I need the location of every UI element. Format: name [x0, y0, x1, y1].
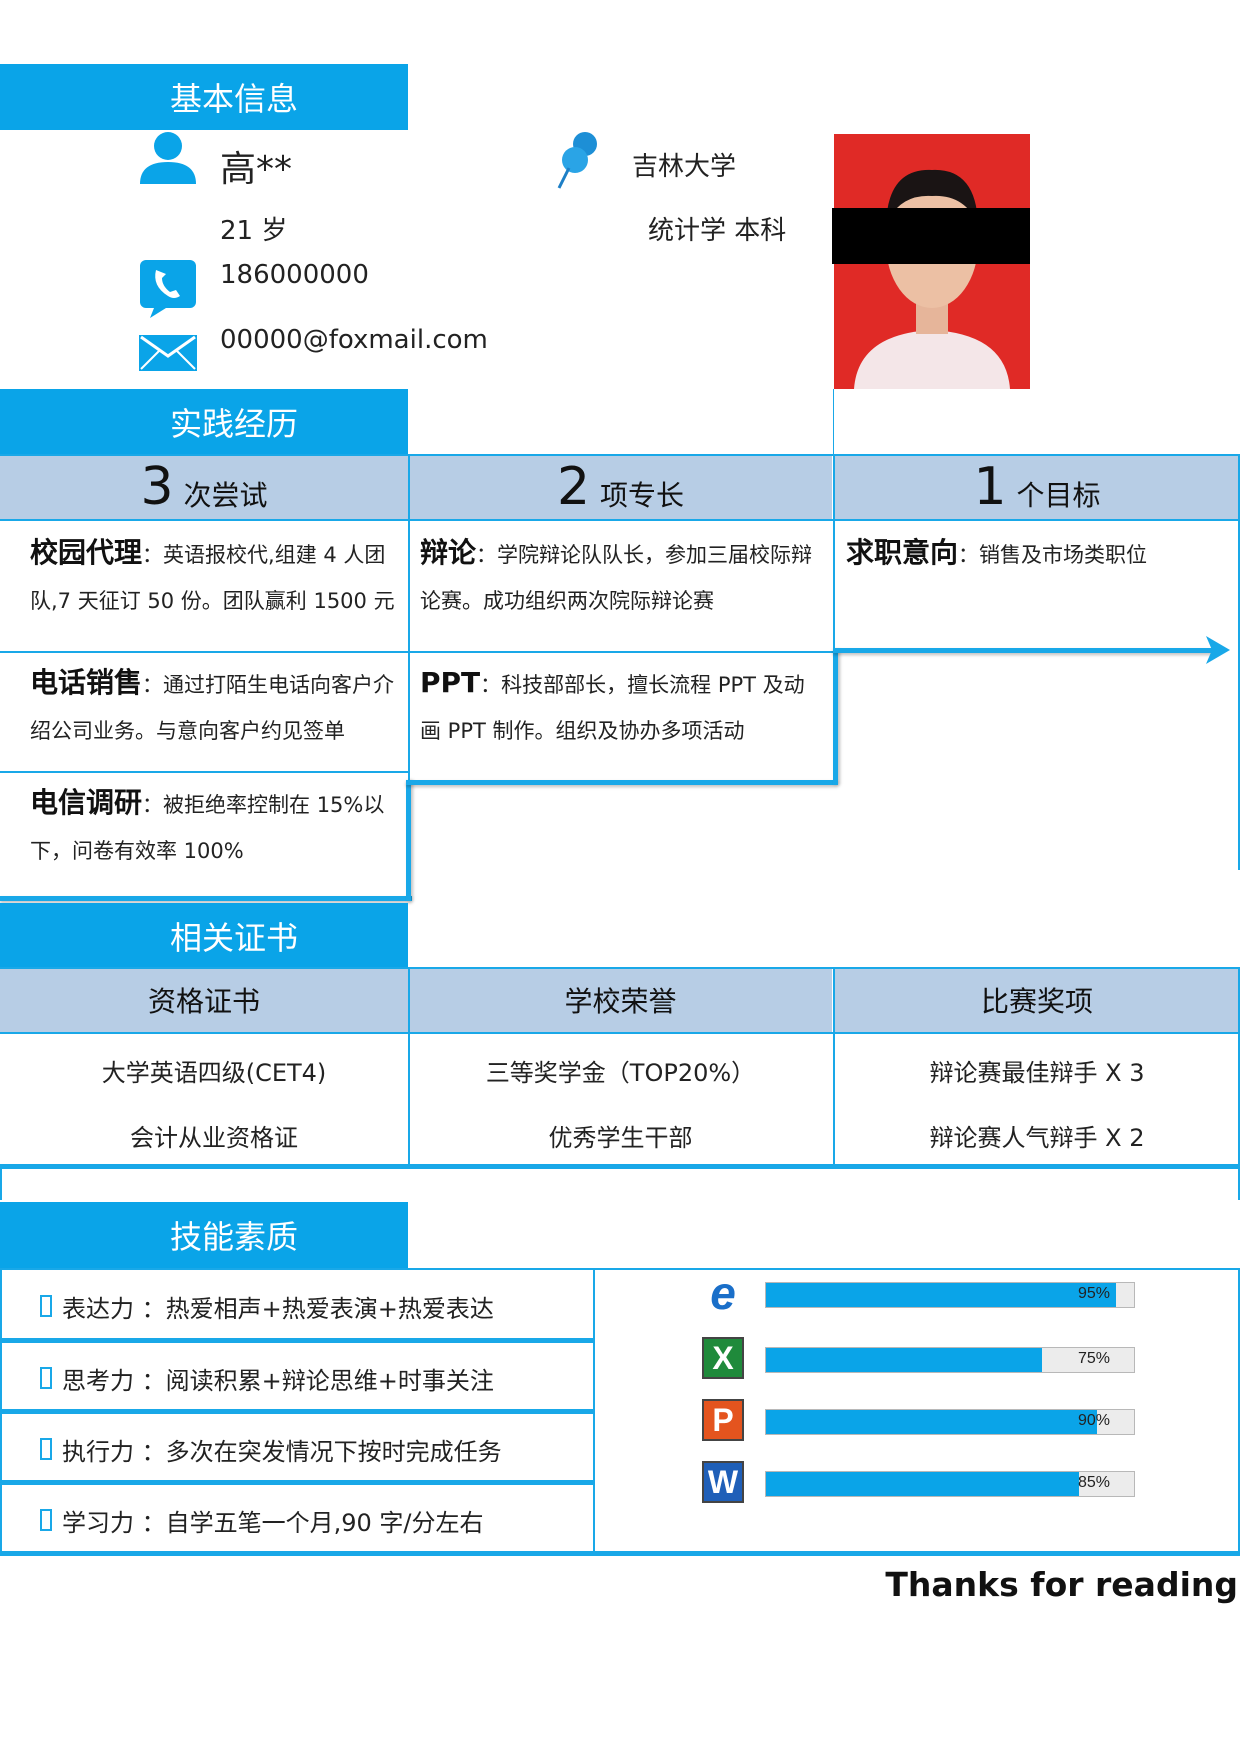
- divider: [409, 651, 833, 653]
- divider: [0, 519, 1240, 521]
- footer-thanks: Thanks for reading: [885, 1565, 1238, 1604]
- skill-item-thinking: 思考力 ：阅读积累+辩论思维+时事关注: [0, 1344, 592, 1412]
- practice-item-debate: 辩论：学院辩论队队长，参加三届校际辩论赛。成功组织两次院际辩论赛: [420, 536, 813, 613]
- section-title-basic: 基本信息: [0, 64, 408, 130]
- divider: [0, 1268, 1240, 1270]
- skill-item-expression: 表达力 ：热爱相声+热爱表演+热爱表达: [0, 1272, 592, 1340]
- school: 吉林大学: [632, 152, 737, 182]
- practice-item-ppt: PPT：科技部部长，擅长流程 PPT 及动画 PPT 制作。组织及协办多项活动: [420, 666, 805, 743]
- divider: [1238, 454, 1240, 870]
- phone-icon: [140, 260, 196, 318]
- divider: [0, 1164, 1240, 1169]
- cert-item: 辩论赛人气辩手 X 2: [929, 1124, 1145, 1152]
- skill-bar: 85%: [765, 1471, 1135, 1497]
- excel-icon: X: [702, 1337, 744, 1379]
- divider: [833, 454, 835, 654]
- skill-bar-percent: 75%: [1077, 1350, 1110, 1367]
- cert-item: 大学英语四级(CET4): [101, 1059, 327, 1087]
- skill-bar: 95%: [765, 1282, 1135, 1308]
- timeline-line: [406, 780, 411, 901]
- cert-col-qualification: 资格证书: [0, 968, 408, 1032]
- person-icon: [140, 132, 196, 184]
- skill-bar-fill: [766, 1283, 1116, 1307]
- skill-bar-fill: [766, 1472, 1079, 1496]
- timeline-line: [833, 650, 838, 785]
- divider: [833, 967, 835, 1165]
- divider: [0, 454, 1240, 456]
- checkbox-icon: [40, 1509, 52, 1531]
- section-title-practice: 实践经历: [0, 389, 408, 455]
- arrow-right-icon: [1206, 636, 1230, 664]
- skill-bar-percent: 90%: [1077, 1412, 1110, 1429]
- timeline-line: [833, 648, 1218, 653]
- divider: [0, 1032, 1240, 1034]
- cert-item: 辩论赛最佳辩手 X 3: [929, 1059, 1145, 1087]
- skill-item-learning: 学习力 ：自学五笔一个月,90 字/分左右: [0, 1486, 592, 1554]
- cert-item: 会计从业资格证: [130, 1124, 298, 1152]
- cert-item: 三等奖学金（TOP20%）: [485, 1059, 756, 1087]
- cert-col-awards: 比赛奖项: [834, 968, 1240, 1032]
- word-icon: W: [702, 1461, 744, 1503]
- checkbox-icon: [40, 1367, 52, 1389]
- divider: [1238, 1164, 1240, 1200]
- email: 00000@foxmail.com: [220, 325, 488, 355]
- practice-item-telecom-survey: 电信调研：被拒绝率控制在 15%以下，问卷有效率 100%: [30, 786, 385, 863]
- skill-bar-fill: [766, 1410, 1098, 1434]
- practice-item-job-intention: 求职意向：销售及市场类职位: [846, 536, 1148, 569]
- section-title-skills: 技能素质: [0, 1202, 408, 1268]
- cert-col-honors: 学校荣誉: [409, 968, 832, 1032]
- skill-bar-percent: 95%: [1077, 1285, 1110, 1302]
- checkbox-icon: [40, 1295, 52, 1317]
- skill-bar: 75%: [765, 1347, 1135, 1373]
- divider: [0, 1551, 1240, 1556]
- pushpin-icon: [557, 132, 597, 189]
- divider: [593, 1268, 595, 1554]
- timeline-line: [0, 896, 412, 901]
- phone-number: 186000000: [220, 260, 369, 290]
- practice-item-phone-sales: 电话销售：通过打陌生电话向客户介绍公司业务。与意向客户约见签单: [30, 666, 395, 743]
- divider: [1238, 967, 1240, 1165]
- divider: [408, 967, 410, 1165]
- divider: [0, 1409, 593, 1414]
- skill-item-execution: 执行力 ：多次在突发情况下按时完成任务: [0, 1415, 592, 1483]
- divider: [833, 389, 834, 455]
- divider: [0, 1164, 2, 1200]
- divider: [1238, 1268, 1240, 1554]
- cert-item: 优秀学生干部: [548, 1124, 693, 1152]
- ie-icon: e: [710, 1267, 736, 1319]
- skill-bar-percent: 85%: [1077, 1474, 1110, 1491]
- mail-icon: [139, 335, 197, 371]
- divider: [0, 1480, 593, 1485]
- name: 高**: [220, 149, 293, 190]
- age: 21 岁: [220, 216, 288, 246]
- major: 统计学 本科: [648, 216, 787, 246]
- powerpoint-icon: P: [702, 1399, 744, 1441]
- photo-redaction-bar: [832, 208, 1030, 264]
- divider: [0, 1268, 2, 1554]
- divider: [0, 771, 408, 773]
- timeline-line: [406, 780, 838, 785]
- checkbox-icon: [40, 1438, 52, 1460]
- section-title-certs: 相关证书: [0, 903, 408, 969]
- skill-bar-fill: [766, 1348, 1042, 1372]
- divider: [0, 967, 1240, 969]
- skill-bar: 90%: [765, 1409, 1135, 1435]
- practice-item-campus-agent: 校园代理：英语报校代,组建 4 人团队,7 天征订 50 份。团队赢利 1500…: [30, 536, 395, 613]
- divider: [0, 651, 408, 653]
- divider: [0, 1338, 593, 1343]
- divider: [408, 454, 410, 784]
